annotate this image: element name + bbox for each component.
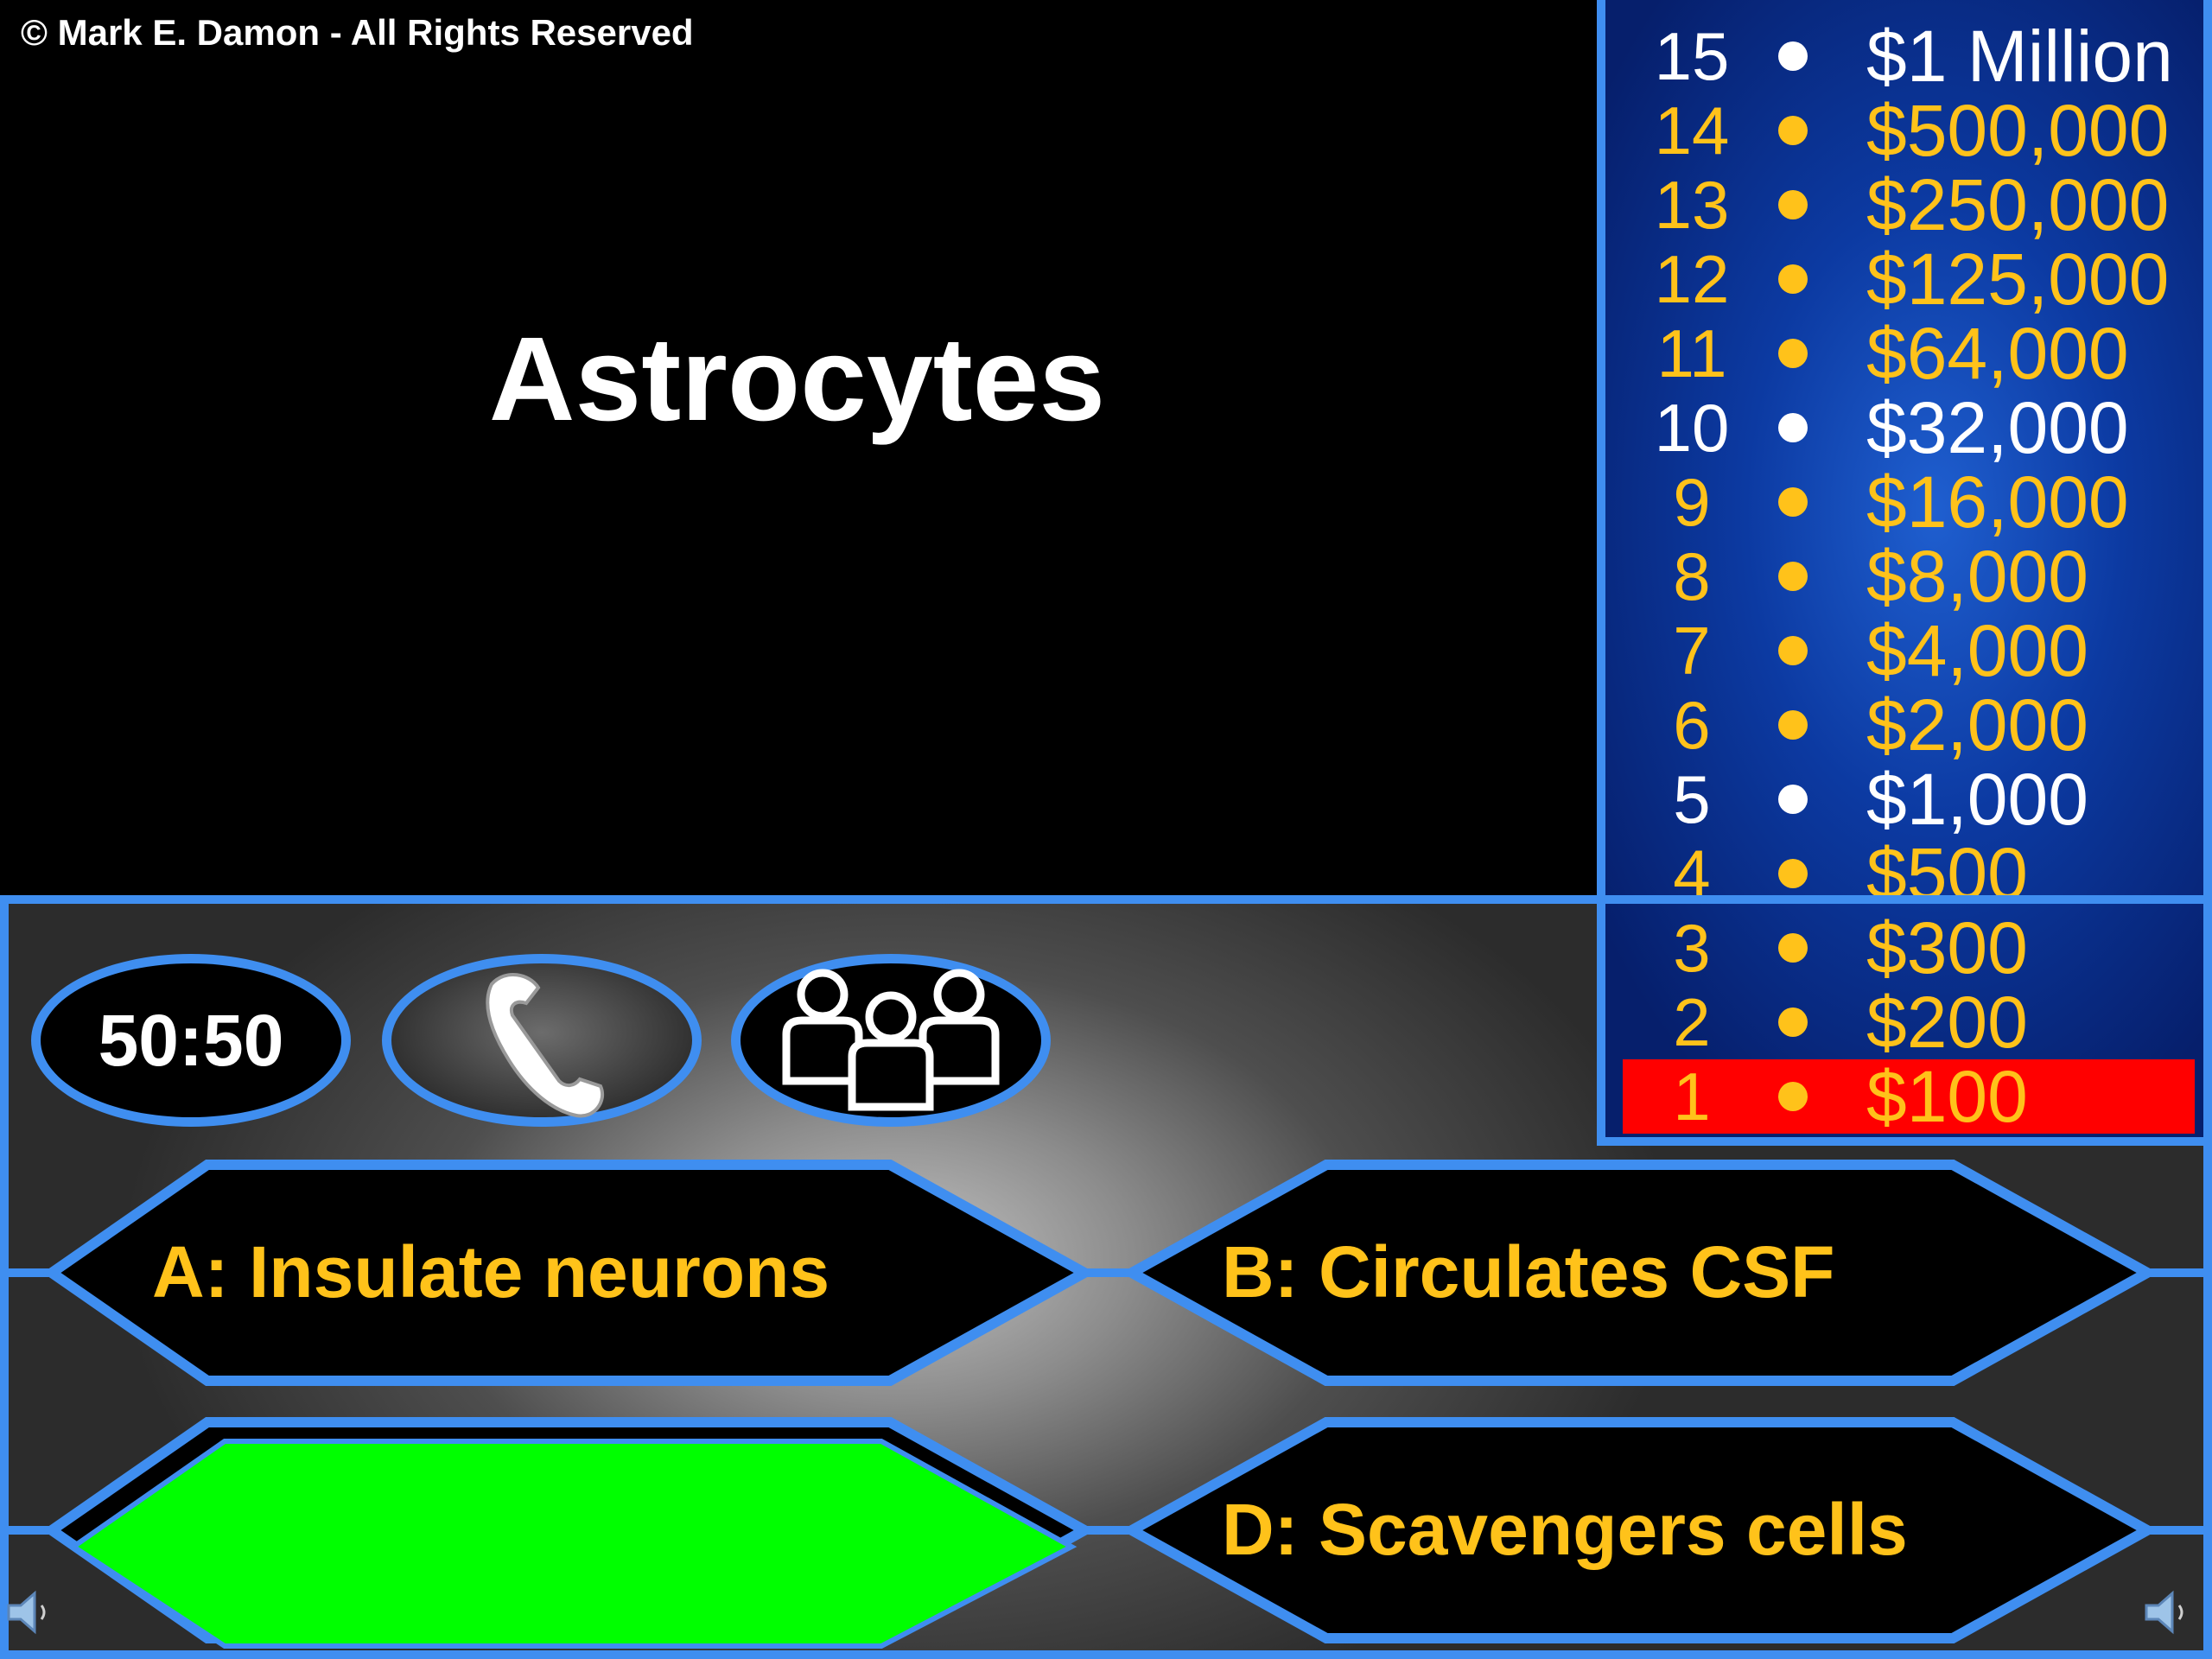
ladder-amount: $8,000 bbox=[1866, 536, 2088, 617]
ladder-level: 4 bbox=[1673, 836, 1711, 912]
ladder-row-3: 3$300 bbox=[1623, 911, 2195, 985]
ladder-row-2: 2$200 bbox=[1623, 985, 2195, 1059]
answer-b-button[interactable] bbox=[1121, 1160, 2158, 1386]
ladder-amount: $4,000 bbox=[1866, 610, 2088, 691]
ladder-dot-icon bbox=[1778, 710, 1808, 740]
ladder-level: 8 bbox=[1673, 538, 1711, 614]
ladder-amount: $64,000 bbox=[1866, 313, 2129, 394]
ladder-dot-icon bbox=[1778, 859, 1808, 888]
ladder-level: 2 bbox=[1673, 984, 1711, 1060]
ladder-level: 10 bbox=[1654, 390, 1730, 466]
answer-a-button[interactable] bbox=[42, 1160, 1096, 1386]
ladder-amount: $250,000 bbox=[1866, 164, 2170, 245]
ladder-row-10: 10$32,000 bbox=[1623, 391, 2195, 465]
ladder-amount: $300 bbox=[1866, 907, 2028, 988]
ladder-level: 9 bbox=[1673, 464, 1711, 540]
ladder-row-12: 12$125,000 bbox=[1623, 242, 2195, 316]
lifeline-audience-button[interactable] bbox=[731, 954, 1051, 1127]
ladder-level: 14 bbox=[1654, 92, 1730, 168]
answer-d-button[interactable] bbox=[1121, 1417, 2158, 1643]
ladder-row-6: 6$2,000 bbox=[1623, 688, 2195, 762]
ladder-dot-icon bbox=[1778, 785, 1808, 814]
ladder-amount: $500 bbox=[1866, 833, 2028, 914]
ladder-dot-icon bbox=[1778, 339, 1808, 368]
ladder-row-11: 11 $64,000 bbox=[1623, 316, 2195, 391]
ladder-row-5: 5$1,000 bbox=[1623, 762, 2195, 836]
ladder-level: 6 bbox=[1673, 687, 1711, 763]
ladder-row-9: 9$16,000 bbox=[1623, 465, 2195, 539]
question-text: Astrocytes bbox=[488, 313, 1106, 446]
ladder-row-7: 7 $4,000 bbox=[1623, 613, 2195, 688]
ladder-dot-icon bbox=[1778, 264, 1808, 294]
ladder-amount: $16,000 bbox=[1866, 461, 2129, 543]
lifeline-phone-button[interactable] bbox=[382, 954, 702, 1127]
answer-a-label: A: Insulate neurons bbox=[152, 1231, 830, 1313]
ladder-amount: $200 bbox=[1866, 982, 2028, 1063]
ladder-row-13: 13$250,000 bbox=[1623, 168, 2195, 242]
ladder-level: 15 bbox=[1654, 18, 1730, 94]
ladder-dot-icon bbox=[1778, 1082, 1808, 1111]
ladder-row-1: 1 $100 bbox=[1623, 1059, 2195, 1134]
ladder-level: 11 bbox=[1656, 315, 1727, 391]
speaker-icon-right[interactable] bbox=[2141, 1586, 2193, 1638]
phone-icon bbox=[486, 972, 604, 1118]
copyright-text: © Mark E. Damon - All Rights Reserved bbox=[21, 12, 694, 53]
ladder-dot-icon bbox=[1778, 41, 1808, 71]
ladder-level: 1 bbox=[1673, 1058, 1711, 1135]
lifeline-5050-button[interactable]: 50:50 bbox=[31, 954, 351, 1127]
ladder-amount: $100 bbox=[1866, 1056, 2028, 1137]
ladder-level: 5 bbox=[1673, 761, 1711, 837]
ladder-row-8: 8$8,000 bbox=[1623, 539, 2195, 613]
ladder-row-15: 15$1 Million bbox=[1623, 19, 2195, 93]
ladder-amount: $125,000 bbox=[1866, 238, 2170, 320]
answer-d-label: D: Scavengers cells bbox=[1222, 1489, 1908, 1570]
ladder-dot-icon bbox=[1778, 487, 1808, 517]
answer-c-button[interactable] bbox=[68, 1439, 1077, 1649]
ladder-amount: $32,000 bbox=[1866, 387, 2129, 468]
ladder-dot-icon bbox=[1778, 116, 1808, 145]
ladder-row-4: 4 $500 bbox=[1623, 836, 2195, 911]
audience-icon bbox=[782, 969, 1000, 1111]
ladder-amount: $1 Million bbox=[1866, 16, 2173, 97]
ladder-level: 12 bbox=[1654, 241, 1730, 317]
ladder-dot-icon bbox=[1778, 636, 1808, 665]
answer-b-label: B: Circulates CSF bbox=[1222, 1231, 1835, 1313]
ladder-dot-icon bbox=[1778, 562, 1808, 591]
ladder-dot-icon bbox=[1778, 933, 1808, 963]
ladder-row-14: 14 $500,000 bbox=[1623, 93, 2195, 168]
ladder-level: 3 bbox=[1673, 910, 1711, 986]
ladder-amount: $500,000 bbox=[1866, 90, 2170, 171]
ladder-amount: $2,000 bbox=[1866, 684, 2088, 766]
ladder-amount: $1,000 bbox=[1866, 759, 2088, 840]
ladder-dot-icon bbox=[1778, 1007, 1808, 1037]
speaker-icon-left[interactable] bbox=[3, 1586, 55, 1638]
ladder-dot-icon bbox=[1778, 413, 1808, 442]
ladder-level: 13 bbox=[1654, 167, 1730, 243]
ladder-level: 7 bbox=[1673, 613, 1711, 689]
lifeline-5050-label: 50:50 bbox=[98, 999, 284, 1081]
ladder-dot-icon bbox=[1778, 190, 1808, 219]
